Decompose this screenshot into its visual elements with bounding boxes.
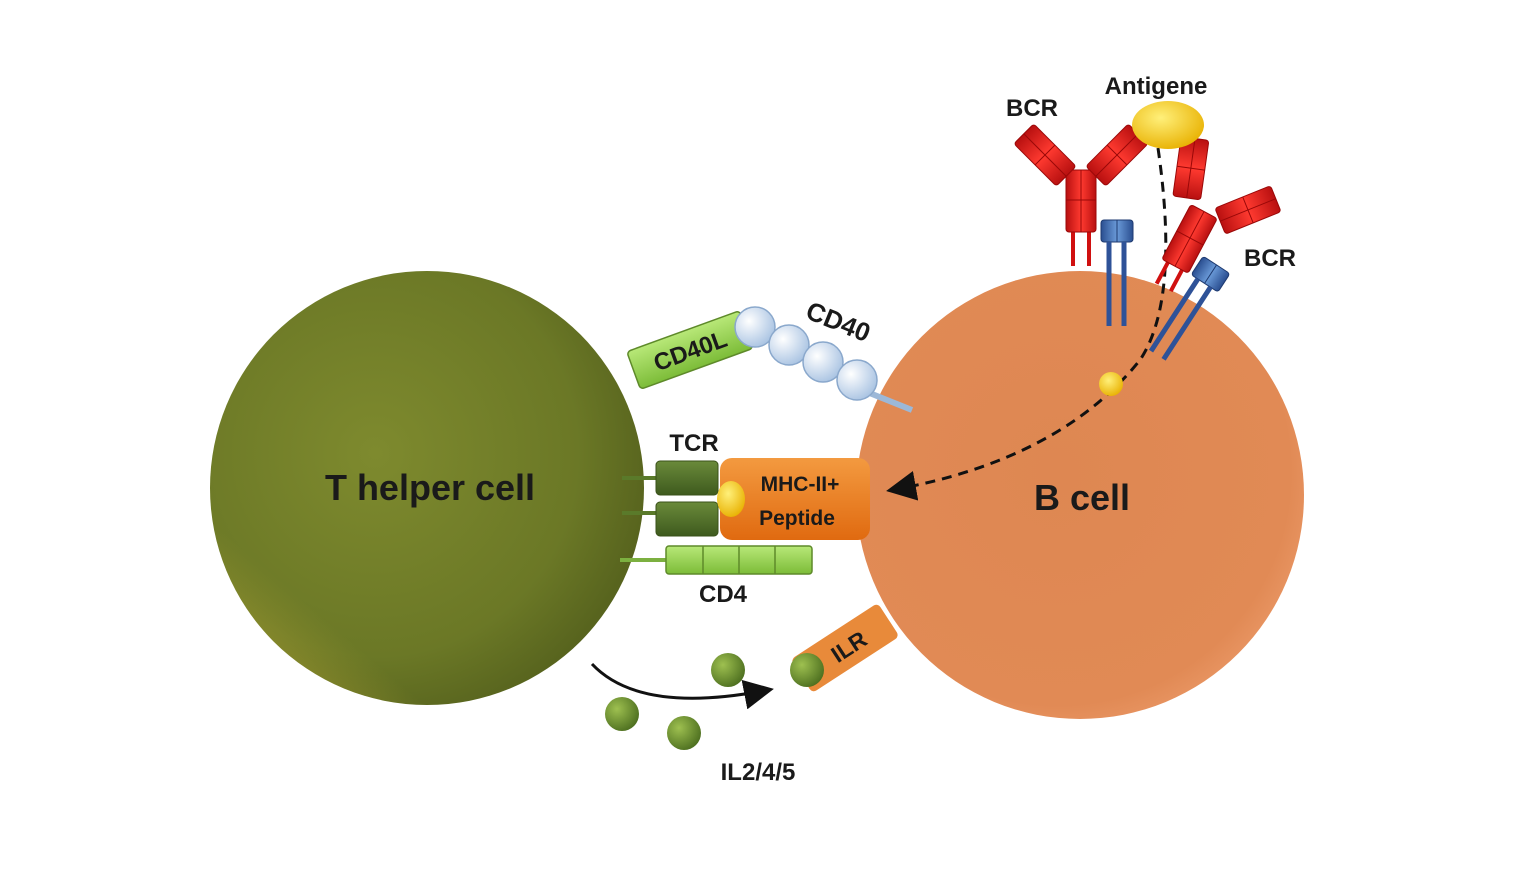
mhc-ii-peptide: MHC-II+ Peptide (717, 458, 870, 540)
co-receptor-left (1100, 219, 1134, 326)
tcr-label: TCR (669, 430, 718, 457)
co-receptor-right (1148, 256, 1230, 361)
interleukins-label: IL2/4/5 (721, 759, 796, 786)
antigen (1132, 101, 1204, 149)
secretion-arrow (590, 662, 774, 710)
t-helper-cell-label: T helper cell (325, 467, 535, 508)
bcr-left-label: BCR (1006, 95, 1058, 122)
cytokine-molecule (667, 716, 701, 750)
peptide-antigen (717, 481, 745, 517)
antigen-label: Antigene (1105, 73, 1208, 100)
bcr-left (1014, 124, 1148, 266)
cd4-label: CD4 (699, 581, 748, 608)
mhc-label-line1: MHC-II+ (761, 473, 840, 496)
cd4-receptor (620, 545, 813, 575)
b-cell-label: B cell (1034, 477, 1130, 518)
b-cell (856, 271, 1304, 719)
mhc-label-line2: Peptide (759, 507, 835, 530)
internalized-antigen (1099, 372, 1123, 396)
internalization-arrow (886, 147, 1168, 501)
cytokine-molecule (605, 697, 639, 731)
bcr-right (1154, 136, 1281, 293)
cytokines (605, 653, 824, 750)
cd40l-receptor: CD40L (627, 311, 753, 389)
cytokine-molecule (790, 653, 824, 687)
cd40-label: CD40 (802, 295, 875, 348)
cd40-receptor (734, 306, 914, 413)
tcr-receptor (622, 460, 719, 537)
t-helper-cell (210, 271, 644, 705)
bcr-right-label: BCR (1244, 245, 1296, 272)
cytokine-molecule (711, 653, 745, 687)
